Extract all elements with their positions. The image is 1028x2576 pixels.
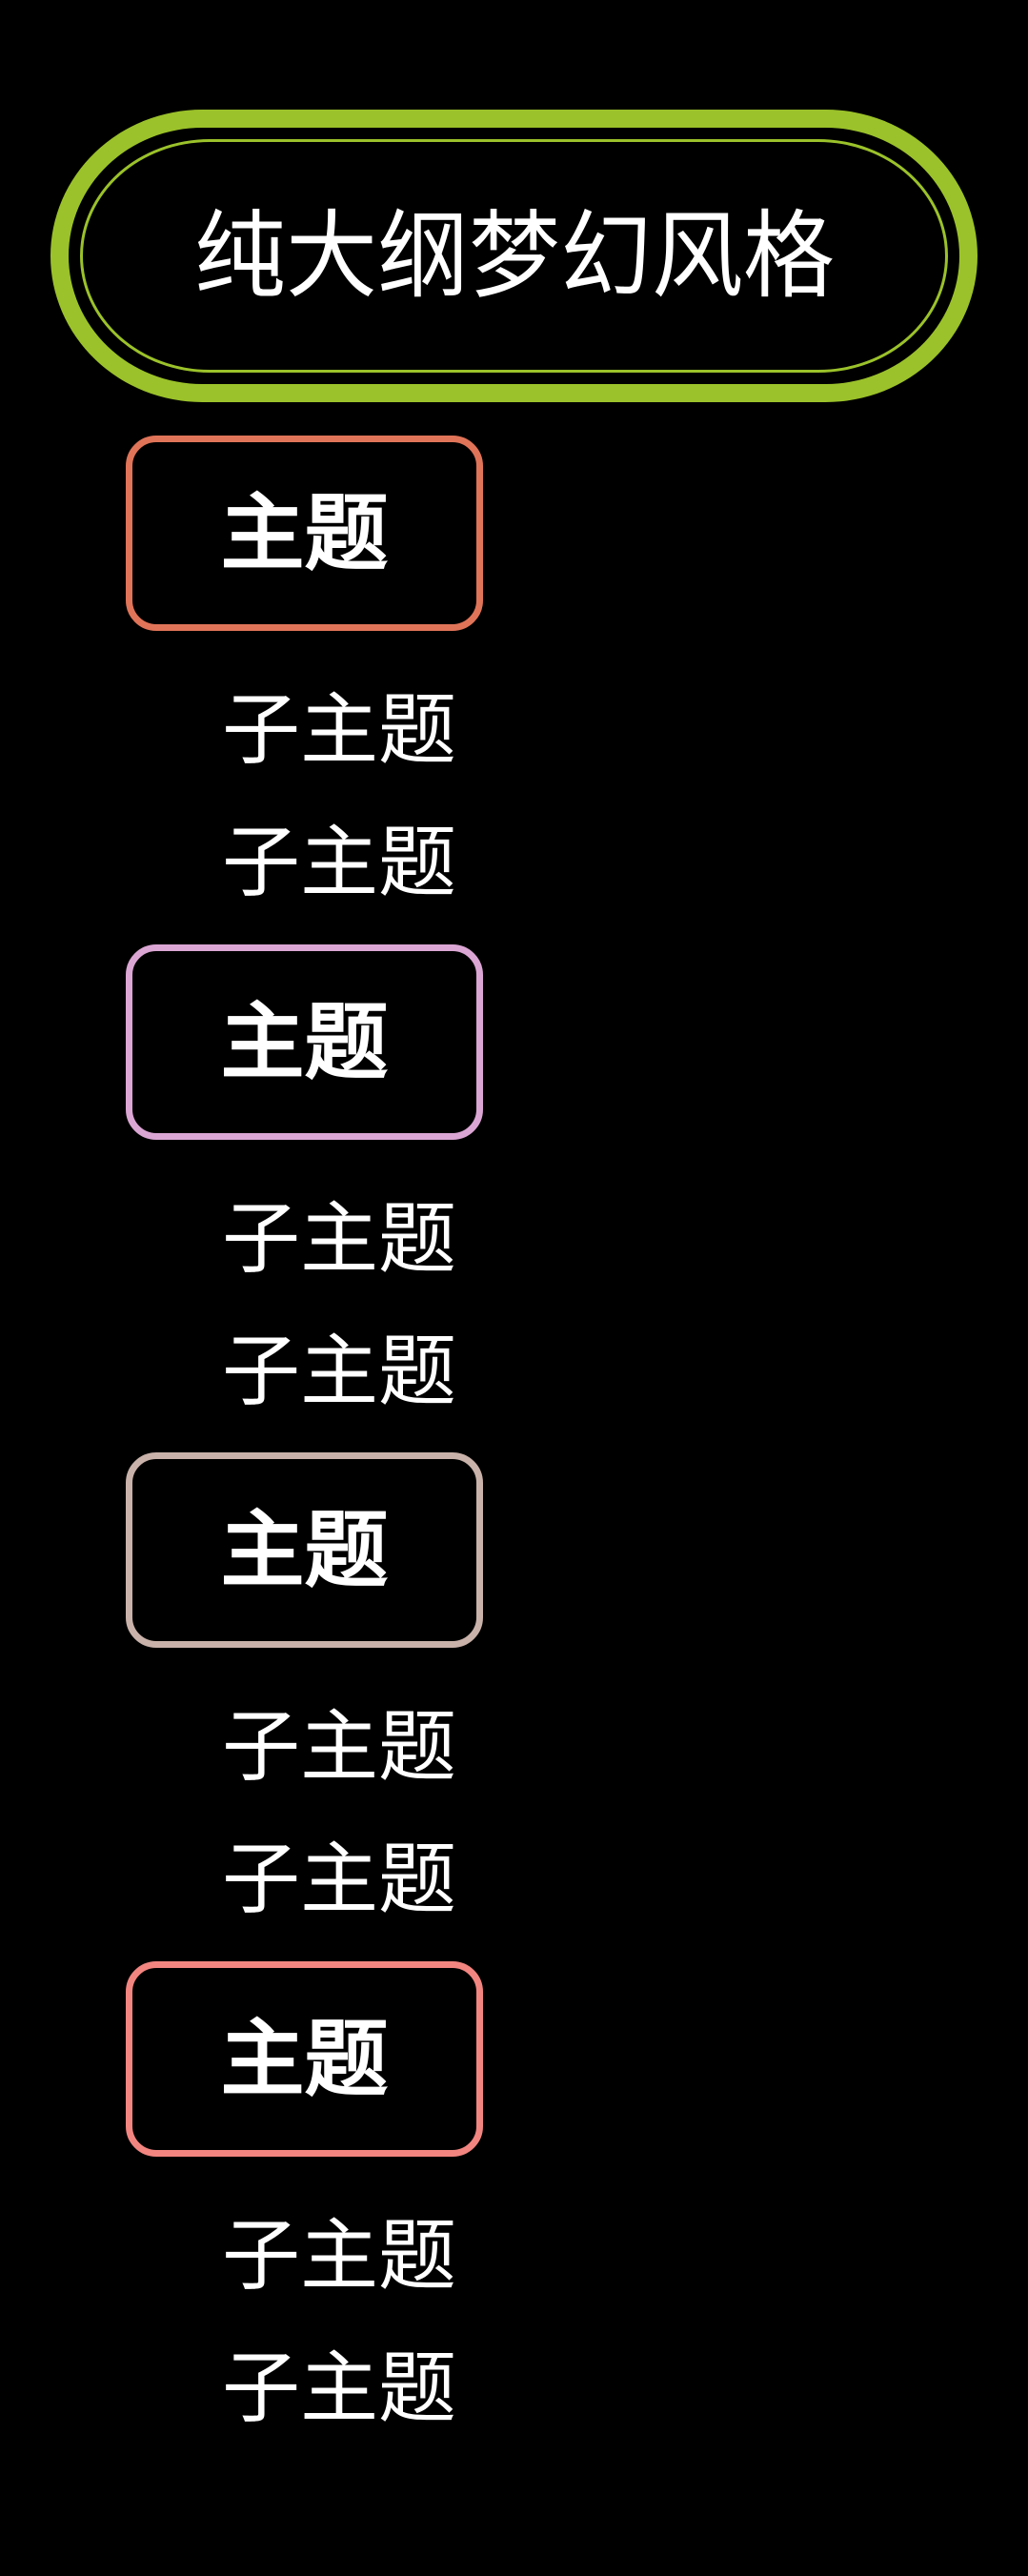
topic-node-4[interactable]: 主题 [126,1961,483,2157]
subtopic-node-4-2[interactable]: 子主题 [222,2343,457,2434]
subtopic-node-3-2[interactable]: 子主题 [222,1835,457,1925]
topic-label: 主题 [220,483,389,582]
subtopic-node-2-2[interactable]: 子主题 [222,1327,457,1417]
topic-label: 主题 [220,2009,389,2108]
topic-label: 主题 [220,1500,389,1599]
title-pill: 纯大纲梦幻风格 [50,110,978,402]
topic-node-1[interactable]: 主题 [126,436,483,631]
title-pill-inner-border: 纯大纲梦幻风格 [80,139,948,373]
topic-node-3[interactable]: 主题 [126,1452,483,1648]
topic-node-2[interactable]: 主题 [126,944,483,1140]
subtopic-node-2-1[interactable]: 子主题 [222,1194,457,1285]
mindmap-title[interactable]: 纯大纲梦幻风格 [193,199,835,312]
topic-label: 主题 [220,992,389,1091]
subtopic-node-4-1[interactable]: 子主题 [222,2211,457,2302]
subtopic-node-3-1[interactable]: 子主题 [222,1702,457,1793]
subtopic-node-1-1[interactable]: 子主题 [222,685,457,776]
subtopic-node-1-2[interactable]: 子主题 [222,818,457,908]
